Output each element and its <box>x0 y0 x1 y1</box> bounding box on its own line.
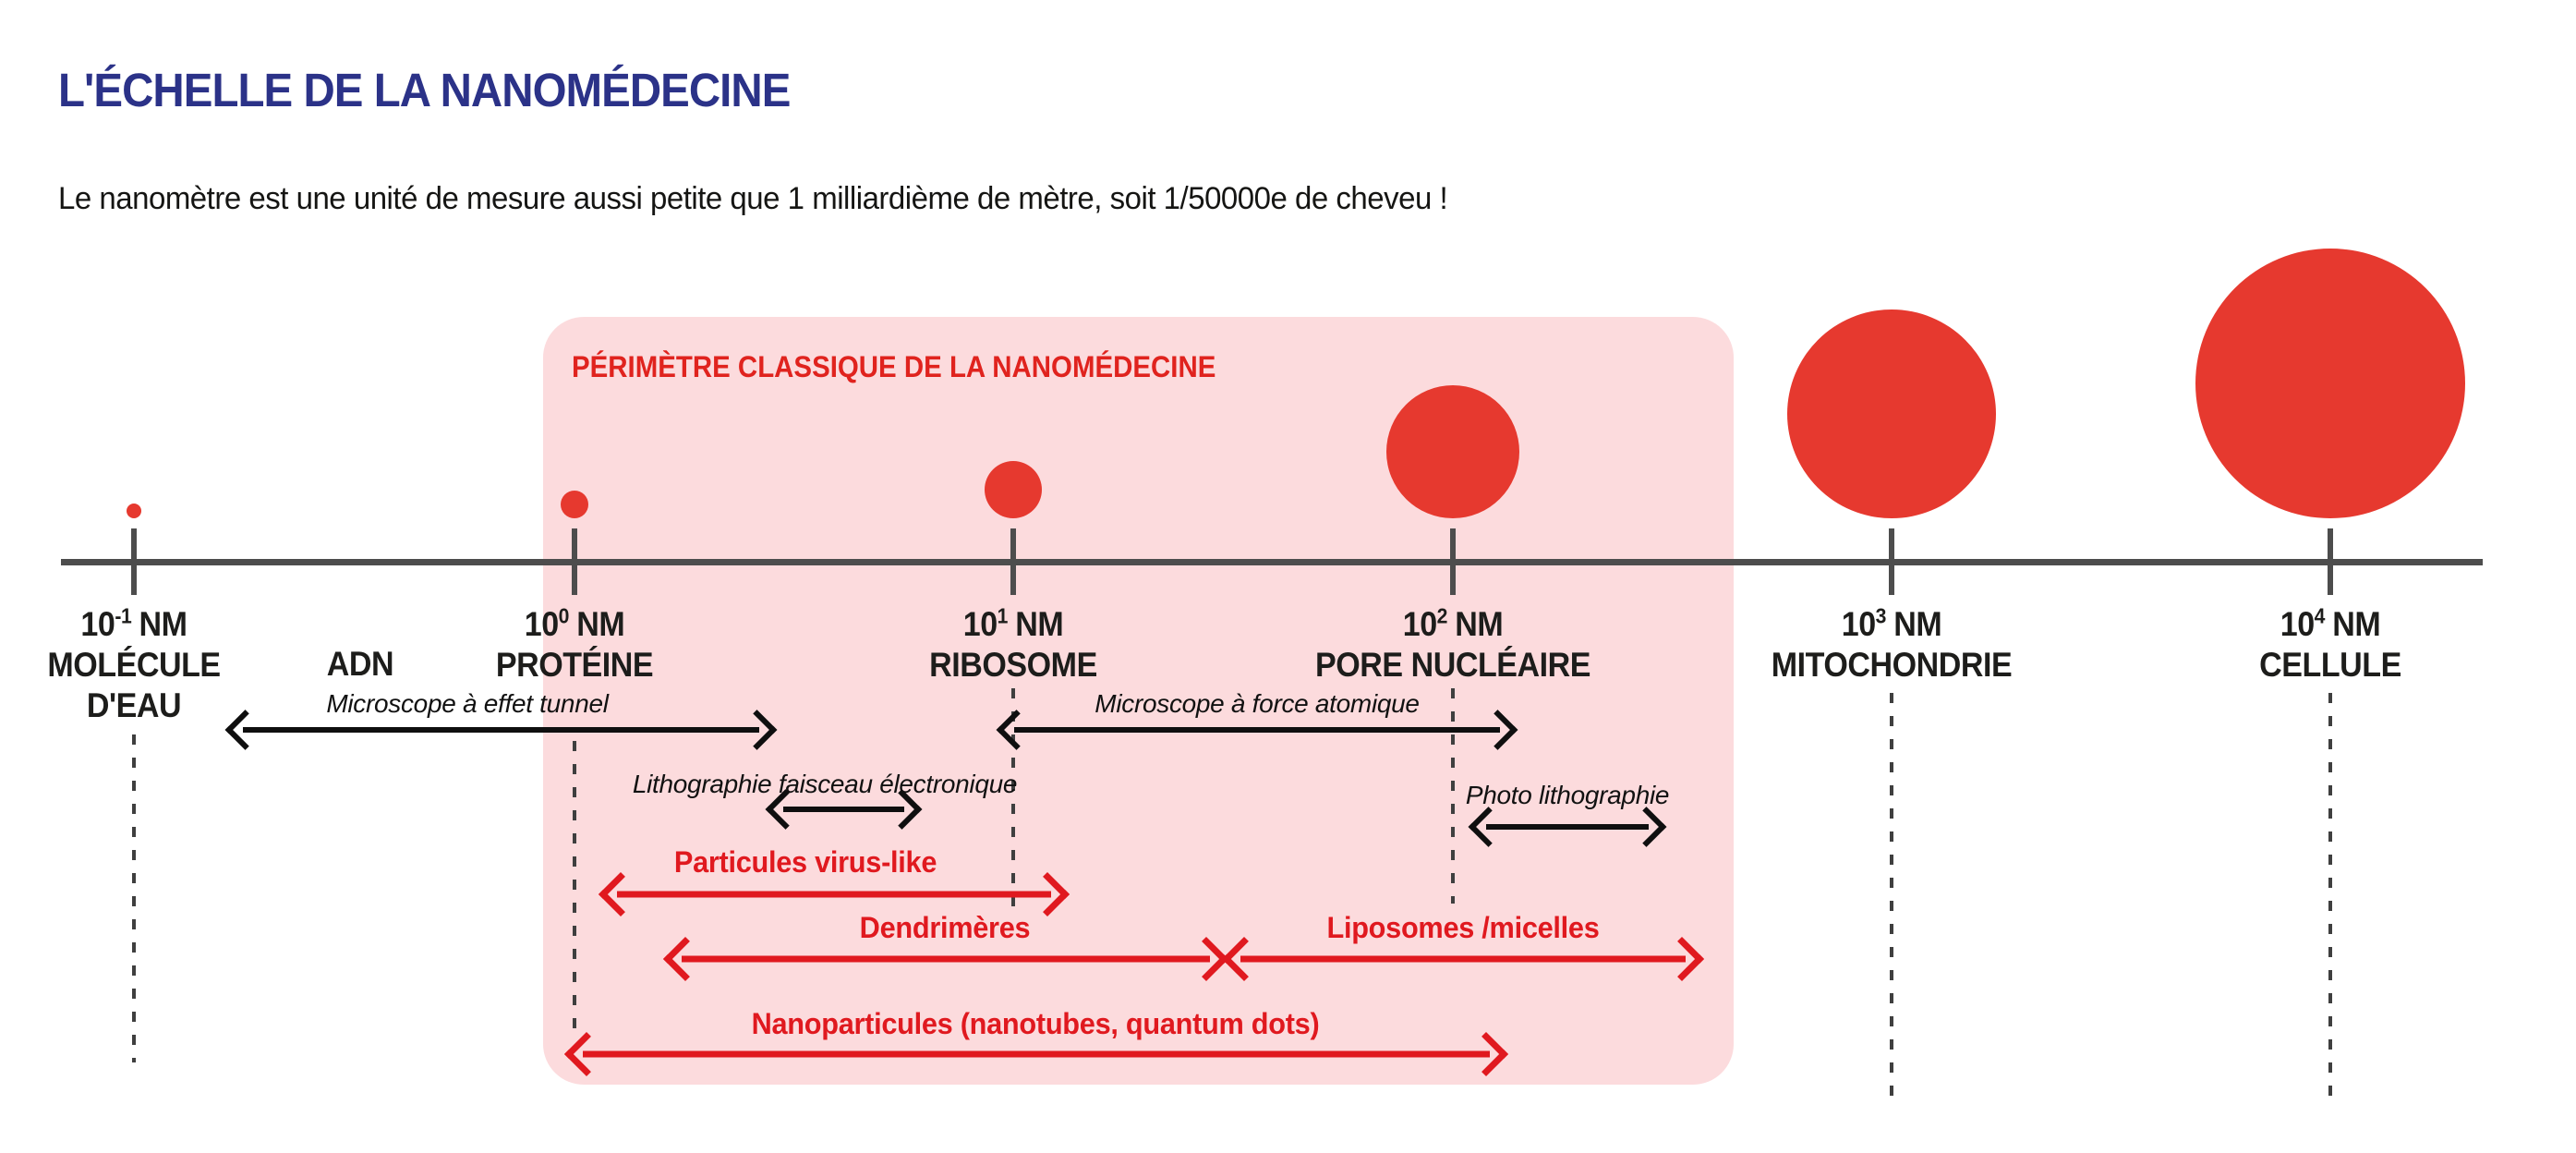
circle-cellule <box>2195 249 2465 518</box>
label-photo-lithographie: Photo lithographie <box>1465 781 1670 809</box>
label-lithographie-faisceau-electronique: Lithographie faisceau électronique <box>632 770 1018 798</box>
range-line <box>583 1050 1490 1058</box>
scale-axis-line <box>61 559 2483 565</box>
scale-label-adn: ADN <box>326 645 394 683</box>
circle-pore-nucleaire <box>1386 385 1519 518</box>
perimeter-box-label: PÉRIMÈTRE CLASSIQUE DE LA NANOMÉDECINE <box>572 350 1216 383</box>
chevron-right-icon <box>736 710 778 750</box>
range-lithographie-faisceau-electronique <box>765 789 923 830</box>
dashed-guide-10e2 <box>1451 688 1455 904</box>
range-photo-lithographie <box>1468 807 1667 847</box>
circle-mitochondrie <box>1787 309 1996 518</box>
tick-10e1 <box>1010 528 1016 595</box>
chevron-right-icon <box>1659 936 1705 982</box>
range-microscope-effet-tunnel <box>224 710 778 750</box>
range-line <box>617 891 1051 898</box>
range-particules-virus-like <box>598 871 1070 917</box>
circle-molecule-eau <box>127 504 141 518</box>
tick-10e3 <box>1889 528 1894 595</box>
circle-ribosome <box>985 461 1042 518</box>
range-line <box>1014 727 1500 733</box>
range-line <box>783 807 904 812</box>
chevron-right-icon <box>1477 710 1518 750</box>
tick-10e0 <box>572 528 577 595</box>
label-microscope-force-atomique: Microscope à force atomique <box>1094 689 1420 718</box>
range-dendrimeres <box>662 936 1229 982</box>
chevron-right-icon <box>1024 871 1070 917</box>
range-line <box>1486 824 1649 830</box>
tick-10e4 <box>2328 528 2333 595</box>
dashed-guide-10e3 <box>1890 693 1893 1104</box>
label-particules-virus-like: Particules virus-like <box>673 845 937 879</box>
chevron-right-icon <box>1626 807 1667 847</box>
range-line <box>243 727 759 733</box>
label-microscope-effet-tunnel: Microscope à effet tunnel <box>326 689 609 718</box>
label-dendrimeres: Dendrimères <box>859 911 1031 944</box>
page-subtitle: Le nanomètre est une unité de mesure aus… <box>58 181 1448 216</box>
page-title: L'ÉCHELLE DE LA NANOMÉDECINE <box>58 64 791 116</box>
range-nanoparticules <box>563 1031 1509 1077</box>
dashed-guide-10e0 <box>573 741 576 1033</box>
range-microscope-force-atomique <box>996 710 1518 750</box>
circle-proteine <box>561 491 588 518</box>
dashed-guide-10e-1 <box>132 734 136 1062</box>
range-liposomes-micelles <box>1221 936 1705 982</box>
label-liposomes-micelles: Liposomes /micelles <box>1326 911 1600 944</box>
dashed-guide-10e1 <box>1011 688 1015 910</box>
tick-10e2 <box>1450 528 1456 595</box>
range-line <box>1240 955 1686 963</box>
label-nanoparticules: Nanoparticules (nanotubes, quantum dots) <box>751 1007 1320 1040</box>
dashed-guide-10e4 <box>2328 693 2332 1104</box>
chevron-right-icon <box>1463 1031 1509 1077</box>
chevron-right-icon <box>881 789 923 830</box>
range-line <box>682 955 1210 963</box>
tick-10e-1 <box>131 528 137 595</box>
